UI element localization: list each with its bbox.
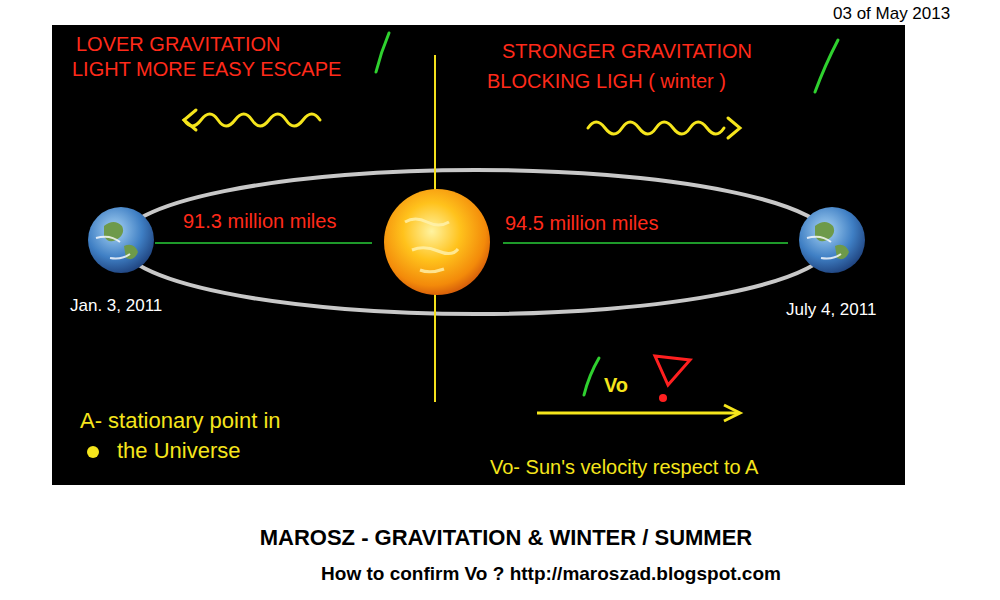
- earth: [799, 207, 865, 273]
- orbit: [120, 170, 832, 314]
- date-label: Jan. 3, 2011: [70, 296, 162, 316]
- date-label: July 4, 2011: [786, 300, 876, 320]
- legend-note: the Universe: [117, 438, 241, 463]
- legend-note: A- stationary point in: [80, 408, 281, 433]
- stationary-point: [87, 446, 99, 458]
- distance-label: 94.5 million miles: [505, 212, 658, 235]
- note: LIGHT MORE EASY ESCAPE: [72, 58, 341, 81]
- legend-note: Vo- Sun's velocity respect to A: [490, 456, 758, 479]
- symbol-label: Vo: [604, 374, 628, 397]
- light-wave-arrow: [184, 110, 320, 130]
- note: BLOCKING LIGH ( winter ): [487, 70, 726, 93]
- distance-line: [155, 242, 372, 244]
- earth: [88, 207, 154, 273]
- black-panel: [52, 25, 905, 485]
- velocity-arrow: [537, 405, 740, 421]
- check-mark: [376, 33, 838, 395]
- note: LOVER GRAVITATION: [76, 33, 280, 56]
- sun: [384, 189, 490, 295]
- distance-label: 91.3 million miles: [183, 210, 336, 233]
- date-stamp: 03 of May 2013: [833, 4, 950, 24]
- caption: How to confirm Vo ? http://maroszad.blog…: [321, 563, 781, 585]
- distance-line: [503, 242, 788, 244]
- light-wave-arrow: [588, 118, 740, 138]
- title: MAROSZ - GRAVITATION & WINTER / SUMMER: [260, 525, 753, 550]
- note: STRONGER GRAVITATION: [502, 40, 752, 63]
- question-symbol: [655, 356, 690, 402]
